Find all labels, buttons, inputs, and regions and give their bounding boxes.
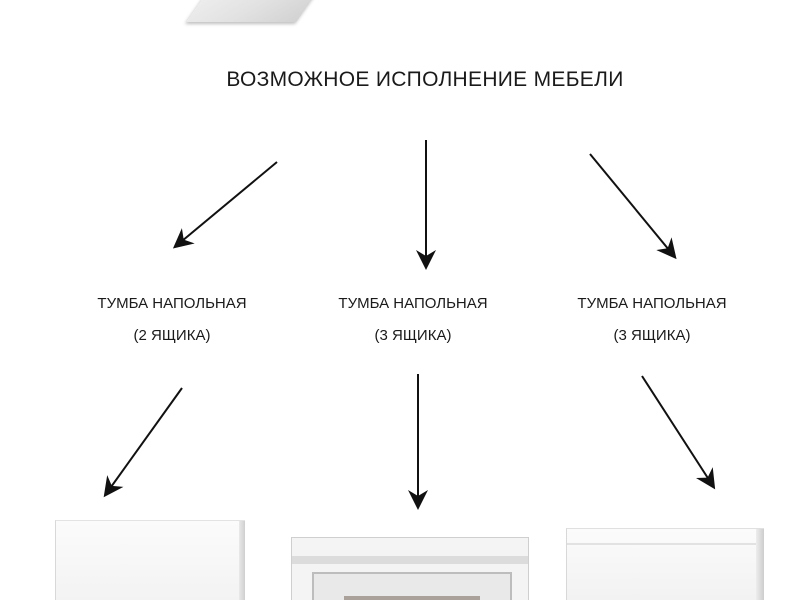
cabinet-inner-frame — [312, 572, 512, 600]
cabinet-side-edge — [239, 521, 245, 600]
arrow-option-1-to-cabinet — [103, 387, 183, 498]
option-sublabel: (2 ЯЩИКА) — [133, 327, 211, 344]
cabinet-image-3-drawers-open — [291, 537, 529, 600]
option-sublabel: (3 ЯЩИКА) — [613, 327, 691, 344]
option-sublabel: (3 ЯЩИКА) — [374, 327, 452, 344]
option-label: ТУМБА НАПОЛЬНАЯ — [577, 295, 727, 312]
option-label: ТУМБА НАПОЛЬНАЯ — [338, 295, 488, 312]
diagram-title: ВОЗМОЖНОЕ ИСПОЛНЕНИЕ МЕБЕЛИ — [226, 68, 624, 91]
cabinet-image-2-drawers — [55, 520, 245, 600]
option-floor-cabinet-3-drawers-a: ТУМБА НАПОЛЬНАЯ (3 ЯЩИКА) — [293, 288, 533, 352]
option-floor-cabinet-2-drawers: ТУМБА НАПОЛЬНАЯ (2 ЯЩИКА) — [52, 288, 292, 352]
cabinet-drawer-slot — [344, 596, 480, 600]
option-floor-cabinet-3-drawers-b: ТУМБА НАПОЛЬНАЯ (3 ЯЩИКА) — [532, 288, 772, 352]
cabinet-image-3-drawers — [566, 528, 764, 600]
cabinet-top-line — [567, 543, 764, 545]
cabinet-top-band — [292, 556, 528, 564]
option-label: ТУМБА НАПОЛЬНАЯ — [97, 295, 247, 312]
arrow-option-3-to-cabinet — [641, 375, 716, 490]
arrow-title-to-option-1 — [172, 161, 278, 249]
cabinet-side-edge — [756, 529, 764, 600]
arrow-title-to-option-3 — [589, 153, 677, 260]
